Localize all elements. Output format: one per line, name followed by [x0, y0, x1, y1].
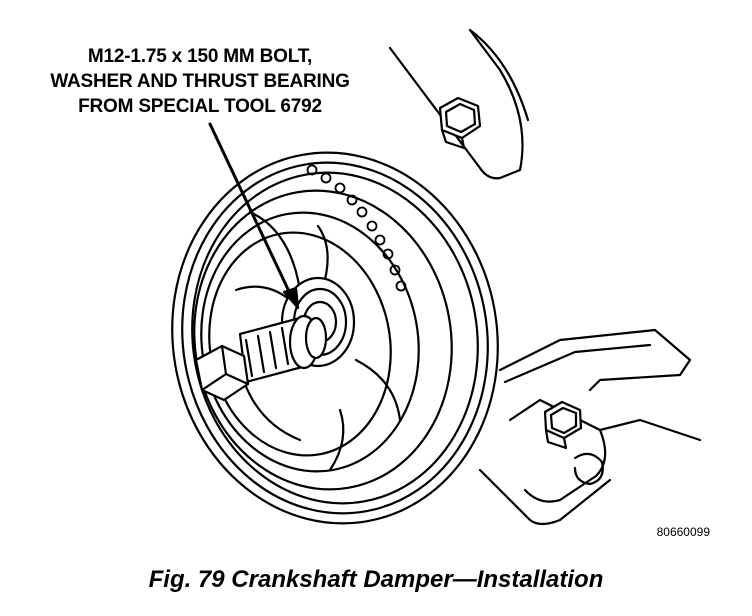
bracket-bolt	[543, 400, 583, 450]
figure-caption: Fig. 79 Crankshaft Damper—Installation	[148, 566, 604, 593]
callout-line-1: M12-1.75 x 150 MM BOLT,	[87, 46, 313, 67]
timing-holes	[306, 164, 407, 292]
callout-label: M12-1.75 x 150 MM BOLT, WASHER AND THRUS…	[10, 44, 390, 119]
figure-number: 80660099	[656, 525, 710, 539]
callout-line-2: WASHER AND THRUST BEARING	[50, 71, 350, 92]
callout-line-3: FROM SPECIAL TOOL 6792	[78, 96, 322, 117]
upper-engine-bolt	[438, 96, 482, 150]
callout-arrow	[208, 122, 300, 310]
engine-block-outline	[388, 28, 530, 180]
mounting-bracket	[478, 328, 702, 526]
installer-bolt	[194, 314, 328, 402]
